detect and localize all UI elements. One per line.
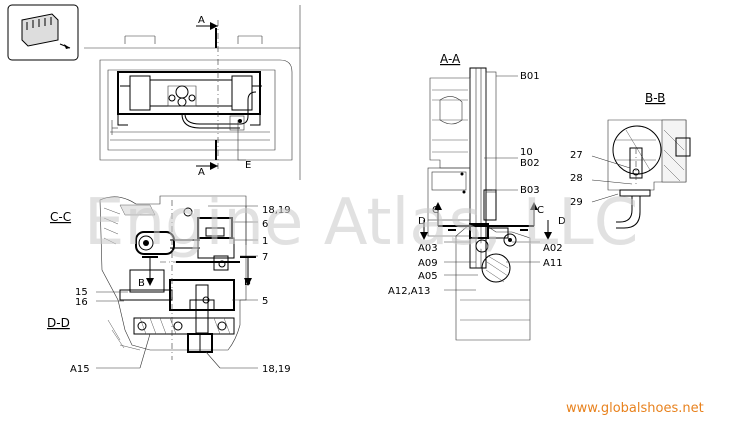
- label-18-19-top: 18,19: [262, 205, 291, 216]
- label-7: 7: [262, 252, 268, 263]
- section-title-aa: A-A: [440, 52, 461, 66]
- label-b02: B02: [520, 158, 540, 169]
- label-15: 15: [75, 287, 88, 298]
- cut-marker-c-right: C: [537, 205, 544, 216]
- label-b01: B01: [520, 71, 540, 82]
- bb-section-drawing: [591, 119, 691, 229]
- label-1: 1: [262, 236, 268, 247]
- section-title-cc: C-C: [50, 210, 71, 224]
- cut-marker-a-bottom: A: [198, 167, 205, 178]
- label-a02: A02: [543, 243, 563, 254]
- label-a11: A11: [543, 258, 563, 269]
- label-b03: B03: [520, 185, 540, 196]
- cut-marker-d-left: D: [418, 216, 426, 227]
- engine-block-icon[interactable]: [7, 4, 79, 61]
- section-title-dd: D-D: [47, 316, 70, 330]
- aa-section-drawing: [420, 67, 552, 341]
- cut-marker-b-right: B: [244, 277, 251, 288]
- watermark-text: Engine Atlas, LLC: [84, 186, 638, 260]
- label-a09: A09: [418, 258, 438, 269]
- cut-marker-c-left: C: [432, 205, 439, 216]
- cc-dd-section-drawing: [96, 195, 258, 369]
- website-url[interactable]: www.globalshoes.net: [566, 401, 704, 416]
- label-29: 29: [570, 197, 583, 208]
- label-5: 5: [262, 296, 268, 307]
- label-6: 6: [262, 219, 268, 230]
- section-title-bb: B-B: [645, 91, 665, 105]
- label-a15: A15: [70, 364, 90, 375]
- label-28: 28: [570, 173, 583, 184]
- label-16: 16: [75, 297, 88, 308]
- label-a05: A05: [418, 271, 438, 282]
- label-a03: A03: [418, 243, 438, 254]
- cut-marker-a-top: A: [198, 15, 205, 26]
- label-10: 10: [520, 147, 533, 158]
- label-e: E: [245, 160, 251, 171]
- label-18-19-bottom: 18,19: [262, 364, 291, 375]
- cut-marker-d-right: D: [558, 216, 566, 227]
- cut-marker-b-left: B: [138, 278, 145, 289]
- label-27: 27: [570, 150, 583, 161]
- label-a12-a13: A12,A13: [388, 286, 430, 297]
- top-view-drawing: [84, 5, 301, 180]
